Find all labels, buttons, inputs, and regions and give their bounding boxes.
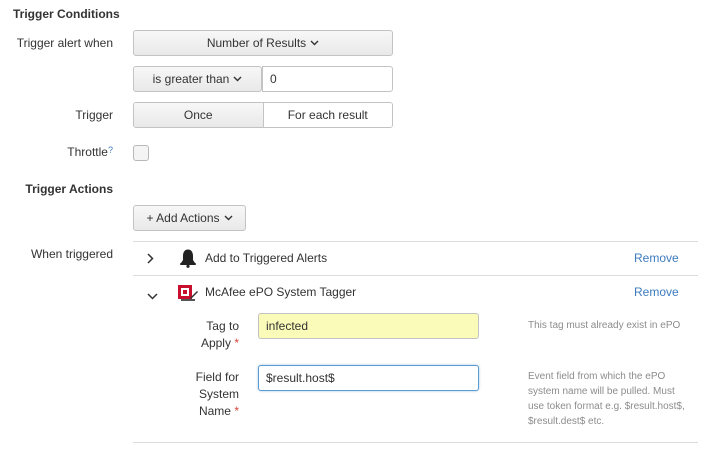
system-name-help-line: use token format e.g. $result.host$, — [528, 401, 685, 412]
mcafee-epo-icon — [177, 282, 199, 305]
chevron-right-icon[interactable] — [147, 253, 154, 267]
throttle-label: Throttle? — [0, 145, 113, 159]
trigger-mode-toggle[interactable]: Once For each result — [133, 102, 393, 128]
action-row-triggered-alerts[interactable]: Add to Triggered Alerts Remove — [133, 242, 698, 275]
actions-divider — [133, 275, 698, 276]
threshold-input[interactable] — [262, 66, 393, 92]
required-asterisk: * — [234, 336, 239, 350]
tag-to-apply-label-line: Tag to — [206, 319, 239, 333]
tag-to-apply-label-text: Apply — [200, 336, 231, 350]
chevron-down-icon — [224, 215, 233, 221]
system-name-field-input[interactable] — [258, 365, 479, 391]
alert-condition-dropdown[interactable]: Number of Results — [133, 30, 393, 56]
required-asterisk: * — [234, 404, 239, 418]
system-name-help: Event field from which the ePO system na… — [528, 369, 685, 429]
tag-to-apply-label: Tag to Apply * — [150, 318, 239, 352]
action-name-triggered-alerts: Add to Triggered Alerts — [205, 251, 328, 265]
system-name-label-line: System — [198, 387, 239, 401]
system-name-help-line: system name will be pulled. Must — [528, 386, 675, 397]
remove-mcafee-epo-link[interactable]: Remove — [634, 285, 679, 299]
trigger-actions-title: Trigger Actions — [25, 182, 113, 196]
tag-to-apply-help: This tag must already exist in ePO — [528, 320, 681, 331]
add-actions-label: + Add Actions — [146, 211, 220, 225]
comparison-value: is greater than — [152, 72, 230, 86]
action-name-mcafee-epo: McAfee ePO System Tagger — [205, 285, 357, 299]
throttle-checkbox[interactable] — [133, 145, 149, 161]
throttle-label-text: Throttle — [67, 145, 108, 159]
remove-triggered-alerts-link[interactable]: Remove — [634, 251, 679, 265]
actions-divider — [133, 241, 698, 242]
bell-icon — [179, 248, 197, 271]
system-name-help-line: Event field from which the ePO — [528, 371, 666, 382]
tag-to-apply-input[interactable] — [258, 313, 479, 339]
chevron-down-icon — [310, 40, 319, 46]
trigger-alert-when-label: Trigger alert when — [16, 36, 113, 50]
action-row-mcafee-epo[interactable]: McAfee ePO System Tagger Remove — [133, 276, 698, 308]
help-icon[interactable]: ? — [107, 145, 113, 155]
when-triggered-label: When triggered — [30, 247, 113, 261]
trigger-conditions-title: Trigger Conditions — [13, 7, 120, 21]
alert-condition-value: Number of Results — [206, 36, 307, 50]
add-actions-button[interactable]: + Add Actions — [133, 205, 246, 231]
trigger-label: Trigger — [75, 108, 113, 122]
trigger-option-once[interactable]: Once — [134, 103, 263, 127]
system-name-label-line: Field for — [195, 370, 239, 384]
system-name-field-label: Field for System Name * — [150, 369, 239, 420]
comparison-dropdown[interactable]: is greater than — [133, 66, 262, 92]
tag-to-apply-label-line: Apply * — [150, 335, 239, 352]
system-name-label-text: Name — [198, 404, 231, 418]
chevron-down-icon[interactable] — [147, 289, 158, 303]
actions-divider — [133, 442, 698, 443]
system-name-label-line: Name * — [150, 403, 239, 420]
chevron-down-icon — [233, 76, 242, 82]
system-name-help-line: $result.dest$ etc. — [528, 416, 605, 427]
trigger-option-for-each-result[interactable]: For each result — [262, 103, 392, 127]
